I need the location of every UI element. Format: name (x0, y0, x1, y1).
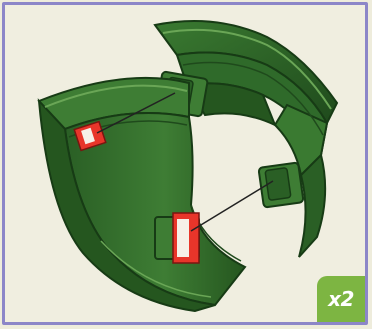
assembly-diagram (5, 5, 365, 322)
lower-red-tab (155, 213, 199, 263)
instruction-step-panel: x2 (2, 2, 368, 325)
quantity-badge: x2 (317, 276, 365, 322)
quantity-label: x2 (328, 287, 354, 311)
